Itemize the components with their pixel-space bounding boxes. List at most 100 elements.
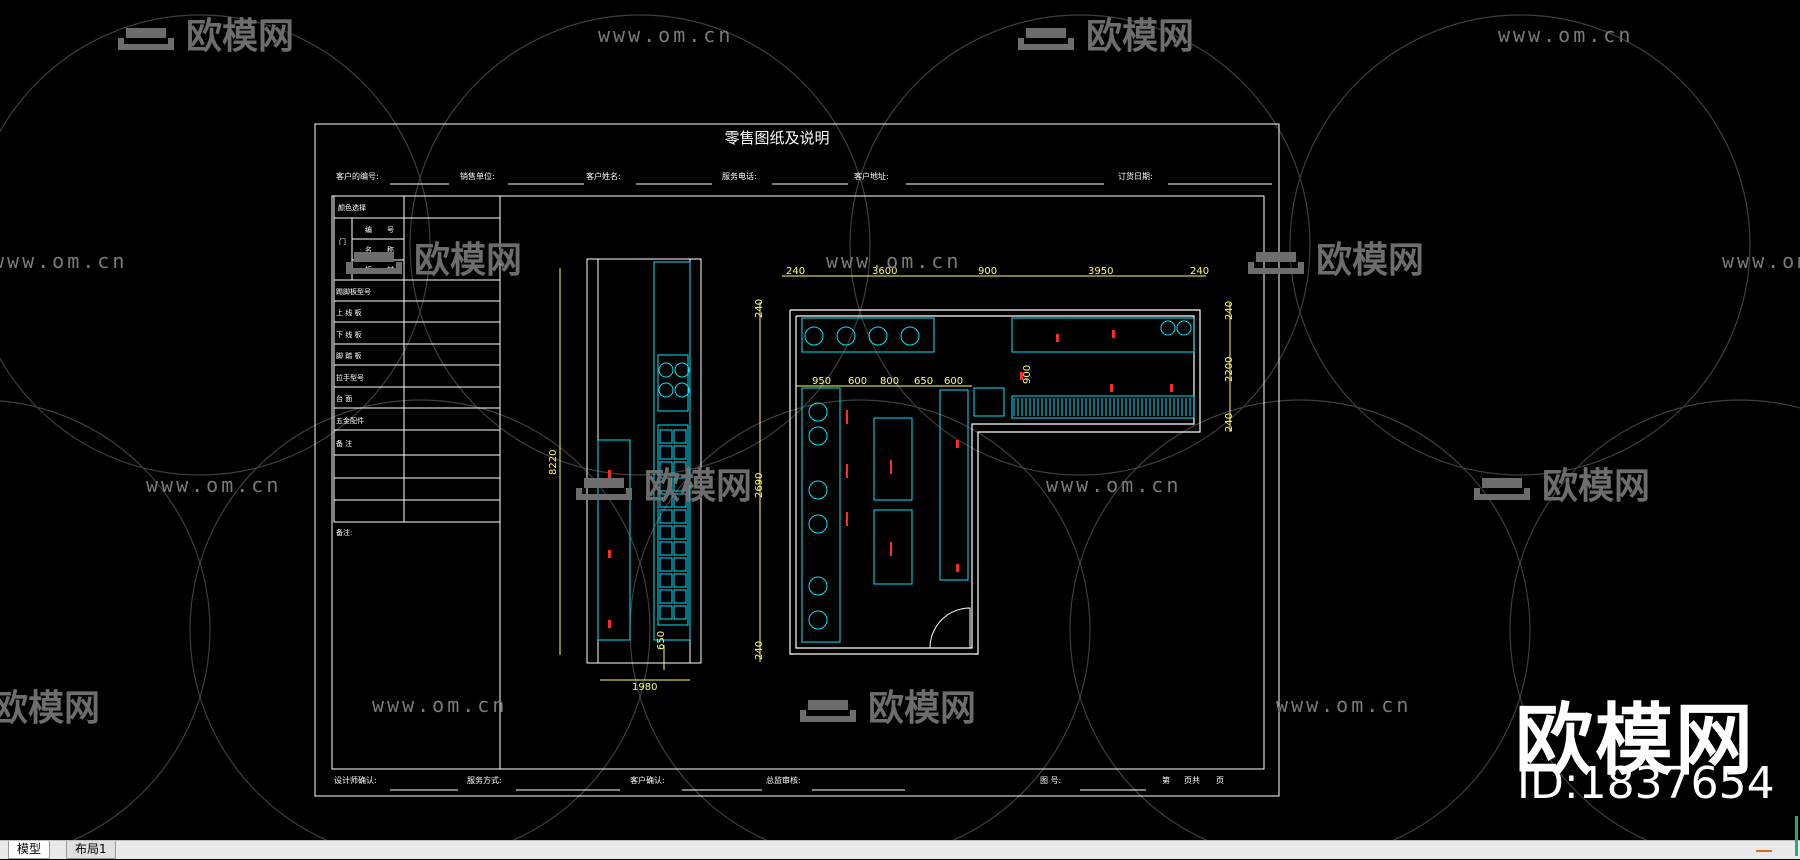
plan-walls: [789, 309, 1201, 655]
svg-text:台 面: 台 面: [336, 394, 352, 403]
svg-text:第: 第: [1162, 775, 1170, 785]
tab-model[interactable]: 模型: [8, 841, 51, 859]
svg-text:总监审核:: 总监审核:: [766, 775, 801, 785]
svg-text:欧模网: 欧模网: [186, 16, 294, 57]
svg-text:600: 600: [944, 376, 963, 387]
svg-text:240: 240: [1224, 301, 1235, 320]
elevation-cell: [673, 557, 687, 572]
dim-650: 650: [656, 631, 667, 650]
svg-text:240: 240: [786, 266, 805, 277]
elevation-cell: [673, 541, 687, 556]
cad-drawing-canvas[interactable]: 零售图纸及说明 客户的编号: 销售单位: 客户姓名: 服务电话: 客户地址: 订…: [0, 0, 1800, 840]
svg-text:240: 240: [1190, 266, 1209, 277]
elevation-cell: [673, 493, 687, 508]
layout-tab-bar: 模型 布局1: [0, 840, 1800, 859]
svg-text:欧模网: 欧模网: [1316, 240, 1424, 281]
field-customer-no: 客户的编号:: [336, 171, 379, 181]
elevation-circle: [674, 382, 690, 398]
elevation-cell: [659, 573, 673, 588]
svg-text:600: 600: [848, 376, 867, 387]
elevation-cell: [673, 573, 687, 588]
svg-text:240: 240: [754, 641, 765, 660]
svg-text:称: 称: [387, 245, 394, 254]
elevation-cell: [659, 445, 673, 460]
plan-cabinets: [801, 317, 1195, 643]
field-customer-name: 客户姓名:: [586, 171, 621, 181]
svg-text:备 注: 备 注: [336, 439, 352, 448]
elevation-cell: [673, 589, 687, 604]
elevation-cell: [659, 525, 673, 540]
svg-text:拉手型号: 拉手型号: [336, 373, 364, 382]
svg-text:www.om.cn: www.om.cn: [598, 23, 733, 47]
elevation-view: [559, 258, 702, 681]
plan-dimensions: 240 3600 900 3950 240 240 2690 240 240 2…: [754, 266, 1235, 660]
svg-text:欧模网: 欧模网: [414, 240, 522, 281]
svg-text:颜色选择: 颜色选择: [338, 203, 366, 212]
svg-text:五金配件: 五金配件: [336, 416, 364, 425]
svg-text:欧模网: 欧模网: [0, 688, 100, 729]
svg-text:900: 900: [1022, 365, 1033, 384]
plan-stripes: [1013, 398, 1191, 416]
elevation-cell: [673, 461, 687, 476]
watermark-urls: www.om.cn www.om.cn www.om.cn www.om.cn …: [0, 23, 1800, 717]
svg-text:踢脚板型号: 踢脚板型号: [336, 287, 371, 296]
svg-text:2690: 2690: [754, 473, 765, 498]
svg-text:页: 页: [1216, 776, 1224, 785]
svg-text:脚 踏 板: 脚 踏 板: [336, 351, 361, 360]
elevation-cell: [659, 461, 673, 476]
elevation-grid: [658, 362, 690, 620]
elevation-cell: [659, 557, 673, 572]
watermark-brands: 欧模网 欧模网 欧模网 欧模网 欧模网 欧模网 欧模网 欧模网: [0, 16, 1650, 729]
svg-text:950: 950: [812, 376, 831, 387]
plan-door: [929, 607, 971, 649]
svg-text:名: 名: [365, 245, 372, 254]
svg-text:欧模网: 欧模网: [1086, 16, 1194, 57]
model-id-overlay: ID:1837654: [1517, 758, 1775, 809]
svg-text:www.om.cn: www.om.cn: [1498, 23, 1633, 47]
elevation-cell: [659, 477, 673, 492]
svg-text:图 号:: 图 号:: [1040, 776, 1061, 785]
elevation-cell: [673, 429, 687, 444]
elevation-cell: [659, 589, 673, 604]
notes-label: 备注:: [336, 528, 352, 537]
svg-text:3950: 3950: [1088, 266, 1113, 277]
svg-text:www.om.cn: www.om.cn: [1722, 249, 1800, 273]
field-order-date: 订货日期:: [1118, 171, 1153, 181]
svg-text:欧模网: 欧模网: [1542, 466, 1650, 507]
elevation-circle: [658, 382, 674, 398]
plan-red-labels: [608, 330, 1173, 628]
field-service-phone: 服务电话:: [722, 171, 757, 181]
elevation-cell: [673, 605, 687, 620]
dim-8220: 8220: [548, 450, 559, 475]
svg-text:客户确认:: 客户确认:: [630, 775, 665, 785]
header-fields: 客户的编号: 销售单位: 客户姓名: 服务电话: 客户地址: 订货日期:: [336, 171, 1272, 185]
svg-text:3600: 3600: [872, 266, 897, 277]
elevation-cell: [659, 605, 673, 620]
scrollbar-indicator[interactable]: [1795, 816, 1798, 856]
svg-text:650: 650: [914, 376, 933, 387]
status-indicator-icon: [1756, 850, 1772, 860]
elevation-circle: [658, 362, 674, 378]
tab-layout-1[interactable]: 布局1: [66, 841, 116, 859]
dim-1980: 1980: [632, 682, 657, 693]
svg-text:800: 800: [880, 376, 899, 387]
elevation-cell: [659, 429, 673, 444]
elevation-cell: [659, 493, 673, 508]
svg-text:门: 门: [339, 237, 346, 246]
svg-text:www.om.cn: www.om.cn: [372, 693, 507, 717]
svg-text:www.om.cn: www.om.cn: [1046, 473, 1181, 497]
elevation-cell: [673, 525, 687, 540]
svg-text:页共: 页共: [1184, 776, 1200, 785]
brand-overlay: 欧模网: [1515, 696, 1756, 786]
spec-table: [333, 195, 501, 523]
plan-dim-lines: [759, 275, 1231, 662]
elevation-cell: [659, 509, 673, 524]
svg-text:www.om.cn: www.om.cn: [0, 249, 127, 273]
elevation-cell: [673, 509, 687, 524]
svg-text:欧模网: 欧模网: [644, 466, 752, 507]
svg-text:2200: 2200: [1224, 357, 1235, 382]
sheet-title: 零售图纸及说明: [724, 129, 829, 147]
svg-text:服务方式:: 服务方式:: [467, 775, 502, 785]
plan-burners: [804, 320, 1192, 630]
watermark-sofa-icons: [118, 28, 1530, 722]
